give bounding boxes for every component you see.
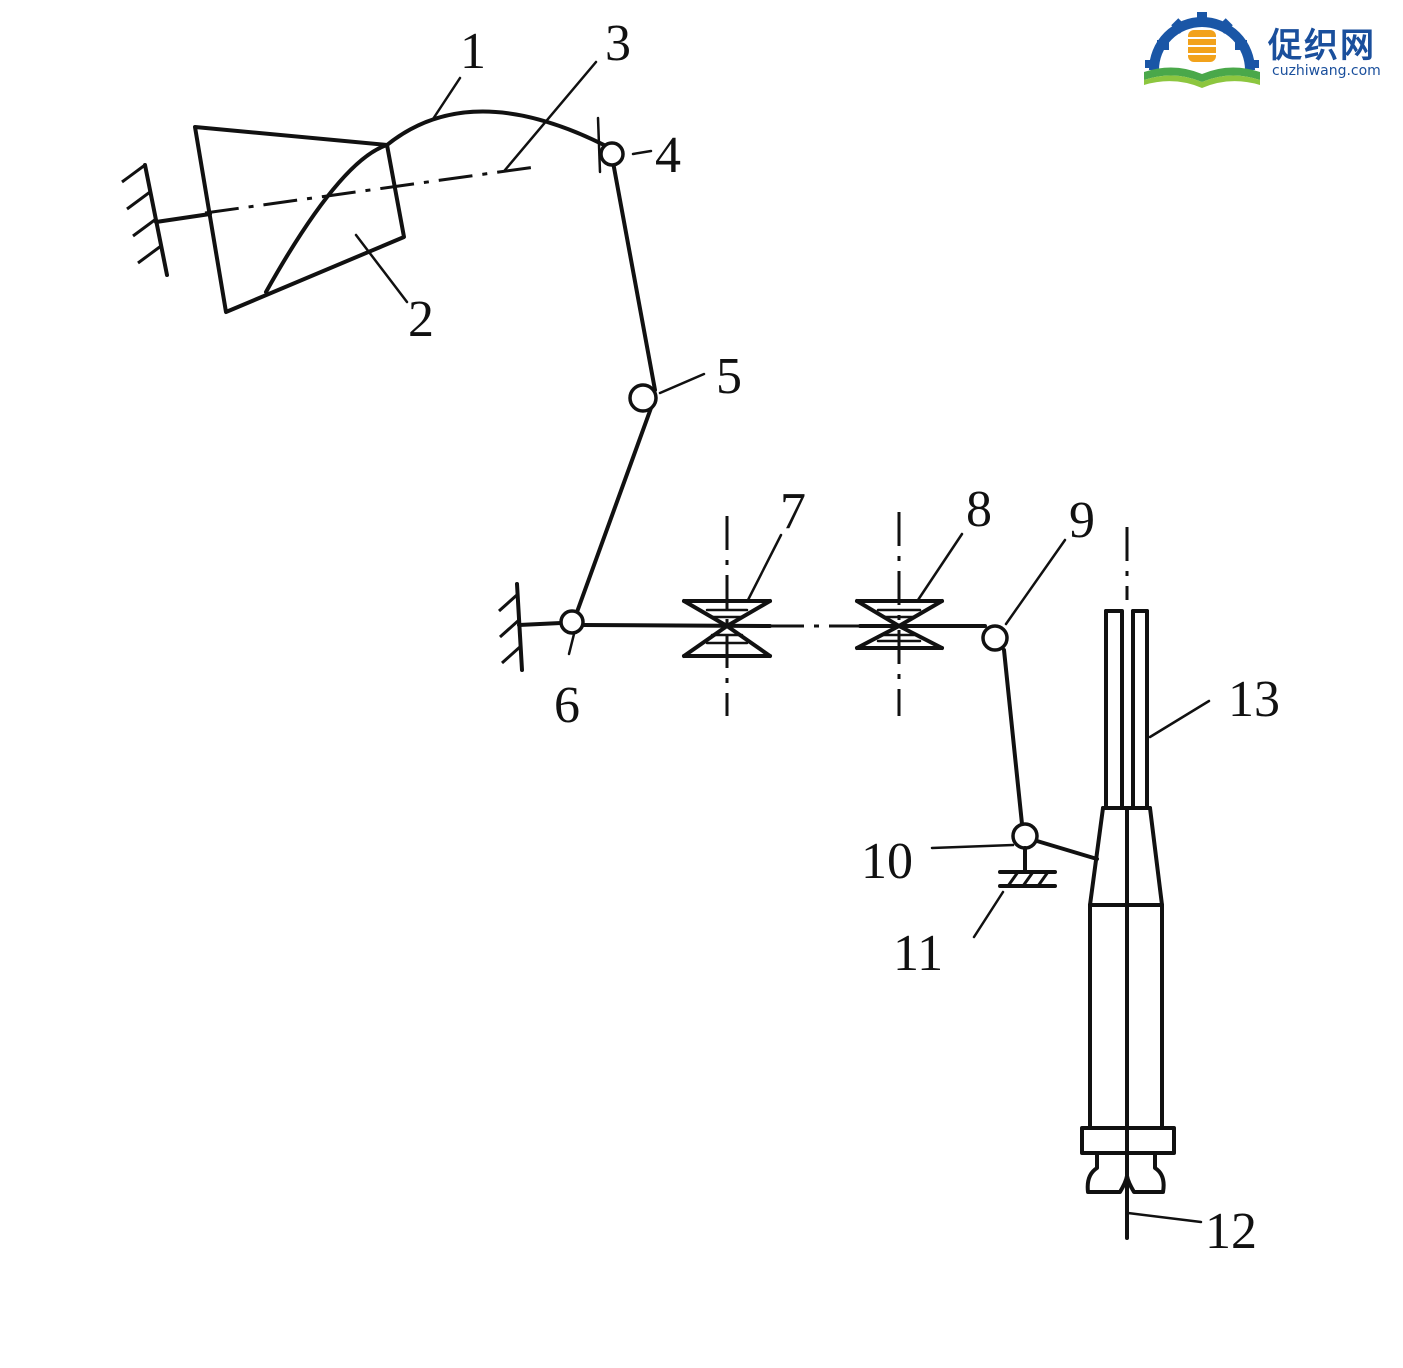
horizontal-shaft	[582, 623, 987, 628]
label-8: 8	[966, 481, 992, 538]
cam-block	[193, 125, 406, 314]
pivot-6	[559, 609, 585, 656]
link-4-5	[611, 160, 657, 392]
label-9: 9	[1069, 492, 1095, 549]
label-13: 13	[1228, 671, 1280, 728]
bearing-7	[682, 516, 783, 716]
gear-book-logo-icon	[1144, 12, 1260, 88]
label-5: 5	[716, 348, 742, 405]
bearing-8	[855, 512, 964, 716]
upper-fixed-support	[121, 163, 212, 277]
link-5-6	[575, 406, 653, 614]
link-9-10	[1002, 648, 1024, 826]
label-12: 12	[1205, 1203, 1257, 1260]
leader-lines-upper	[354, 60, 598, 304]
label-6: 6	[554, 677, 580, 734]
watermark-url: cuzhiwang.com	[1272, 63, 1381, 79]
label-1: 1	[460, 23, 486, 80]
watermark-name: 促织网	[1268, 26, 1376, 66]
watermark-logo: 促织网 cuzhiwang.com	[1140, 10, 1390, 90]
pivot-10	[930, 822, 1099, 874]
label-4: 4	[655, 127, 681, 184]
pivot-5	[628, 372, 706, 413]
pivot-9	[981, 538, 1067, 652]
label-2: 2	[408, 291, 434, 348]
cam-curve	[264, 109, 606, 294]
pivot-4	[599, 141, 653, 167]
spindle-sleeve-13	[1088, 609, 1211, 1130]
spindle-12	[1080, 806, 1203, 1240]
lower-fixed-support	[497, 582, 563, 672]
support-11	[972, 870, 1057, 939]
label-7: 7	[780, 483, 806, 540]
swing-axis-centerline	[204, 165, 536, 215]
label-3: 3	[605, 15, 631, 72]
label-10: 10	[861, 833, 913, 890]
label-11: 11	[893, 925, 943, 982]
